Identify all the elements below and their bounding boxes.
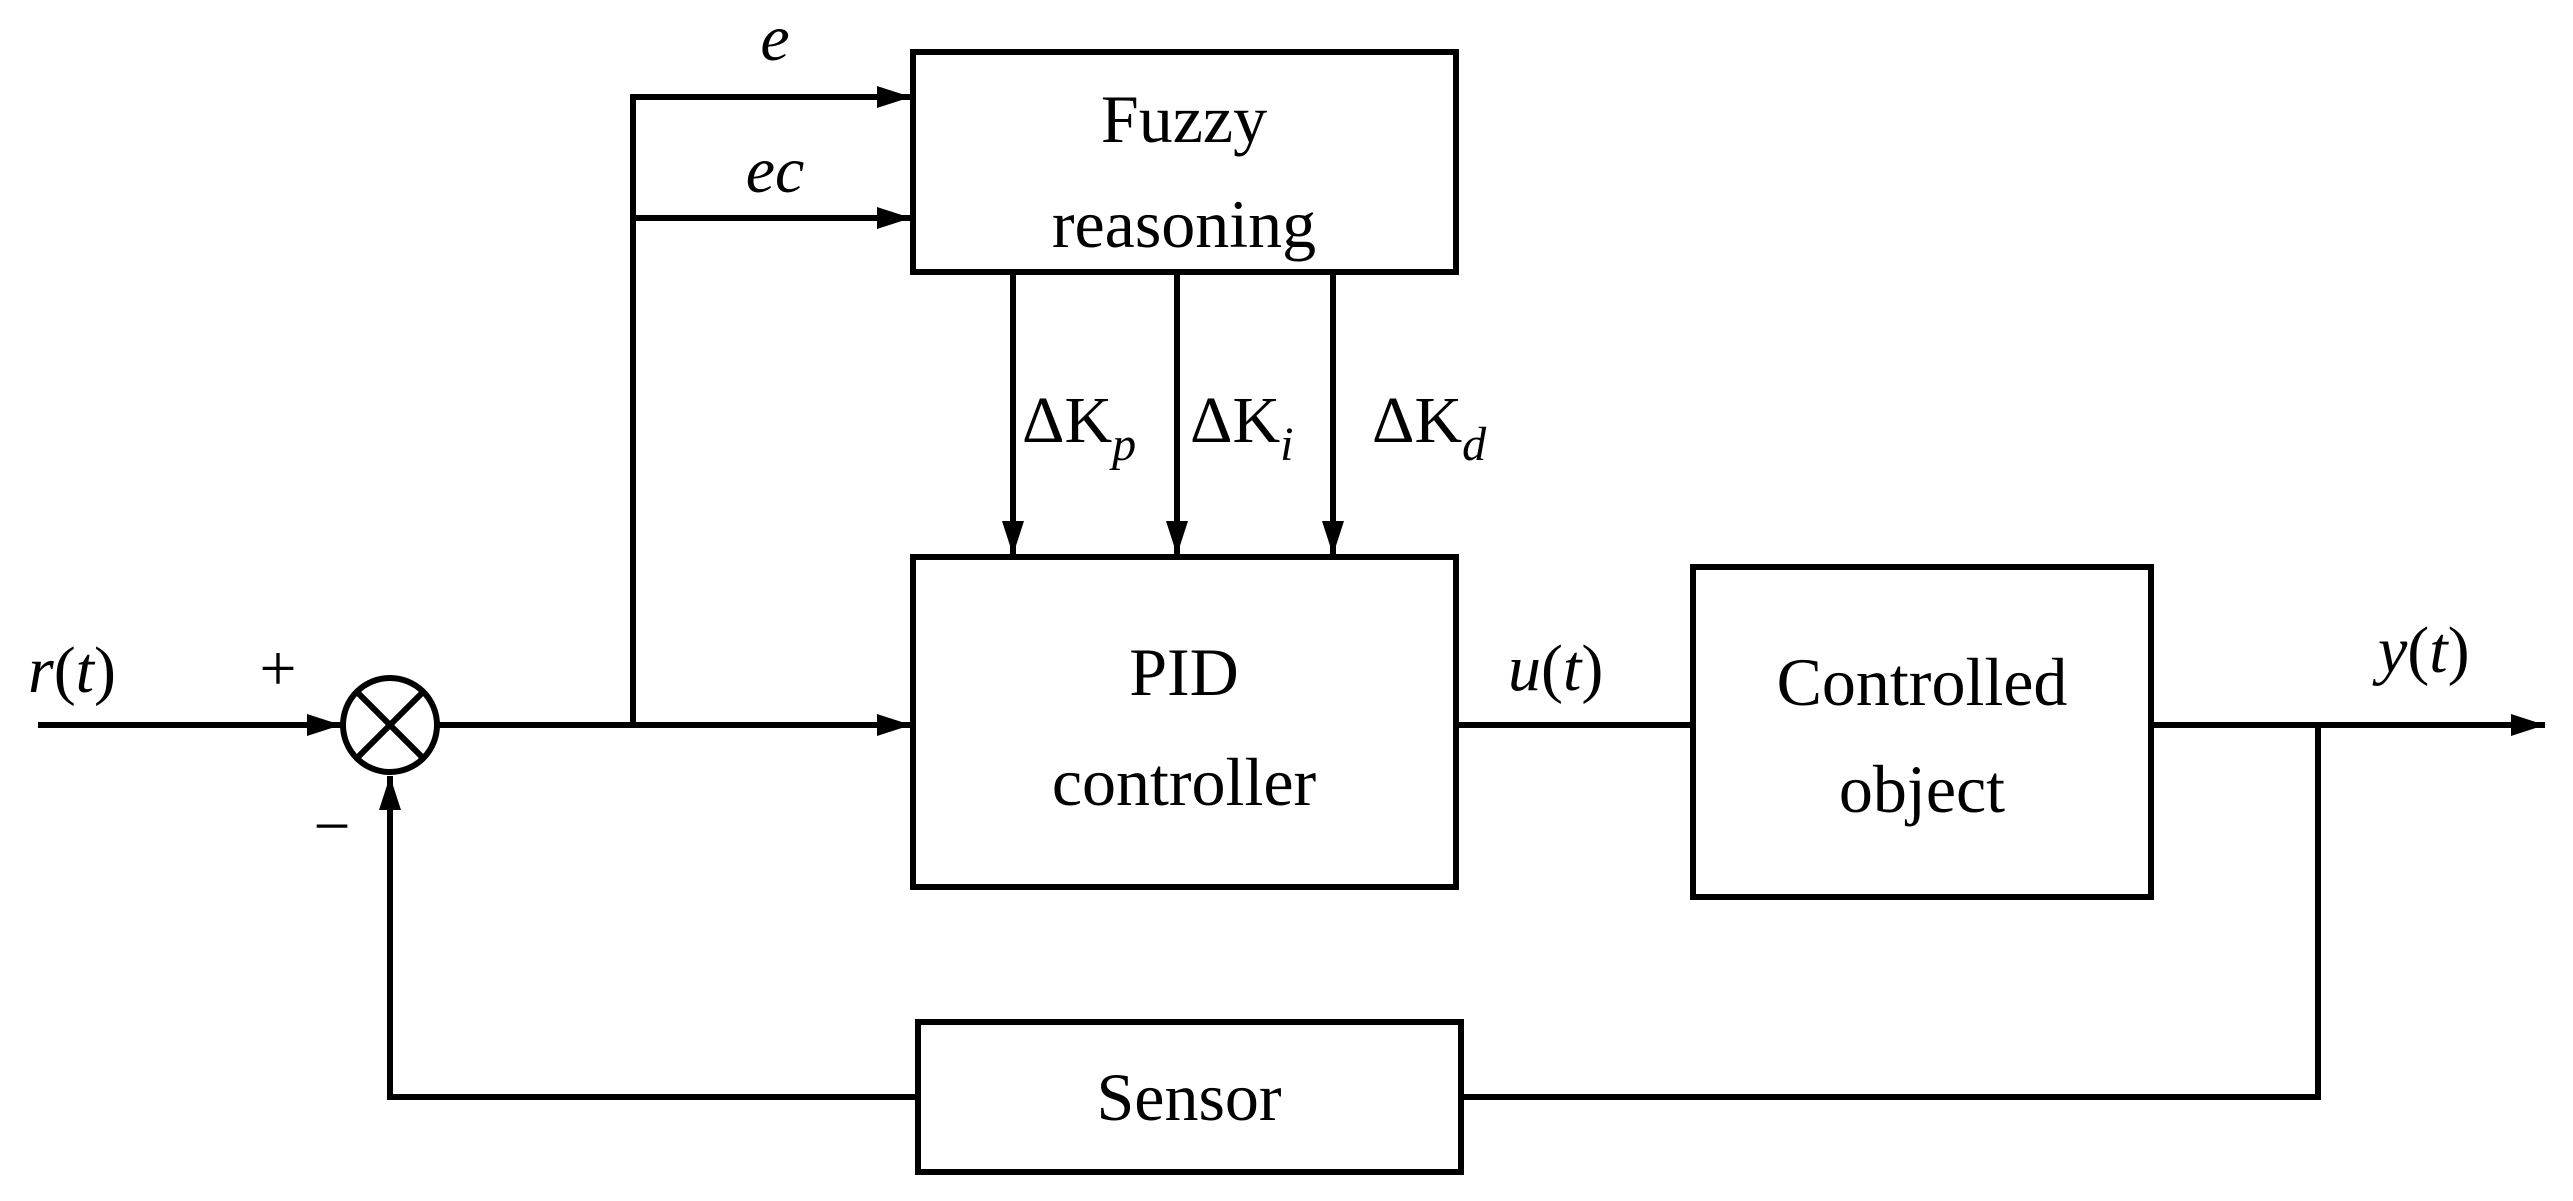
fuzzy-reasoning-block — [910, 49, 1459, 275]
pid-block-label-line1: PID — [1129, 634, 1239, 710]
junction-plus-sign: + — [259, 632, 296, 705]
summing-junction — [340, 675, 440, 775]
error-signal-label: e — [760, 2, 789, 75]
feedback-to-sensor-wire — [1464, 725, 2321, 1100]
sensor-to-junction-arrow — [379, 776, 915, 1100]
controlled-object-block — [1690, 564, 2154, 900]
delta-ki-label: ΔKi — [1190, 384, 1293, 471]
pid-block-label-line2: controller — [1052, 744, 1317, 820]
delta-kp-label: ΔKp — [1022, 384, 1136, 471]
plant-block-label-line2: object — [1839, 751, 2005, 827]
reference-signal-label: r(t) — [28, 634, 116, 707]
control-signal-label: u(t) — [1508, 632, 1603, 705]
delta-kd-label: ΔKd — [1372, 384, 1487, 471]
sensor-block-label: Sensor — [1096, 1059, 1281, 1135]
pid-controller-block — [910, 554, 1459, 890]
fuzzy-block-label-line1: Fuzzy — [1101, 81, 1267, 157]
junction-minus-sign: − — [313, 790, 350, 863]
fuzzy-block-label-line2: reasoning — [1052, 186, 1316, 262]
error-branch-wire — [630, 94, 660, 725]
error-change-signal-label: ec — [746, 134, 805, 207]
sensor-block — [915, 1019, 1464, 1175]
output-signal-label: y(t) — [2372, 614, 2470, 687]
plant-block-label-line1: Controlled — [1777, 644, 2068, 720]
